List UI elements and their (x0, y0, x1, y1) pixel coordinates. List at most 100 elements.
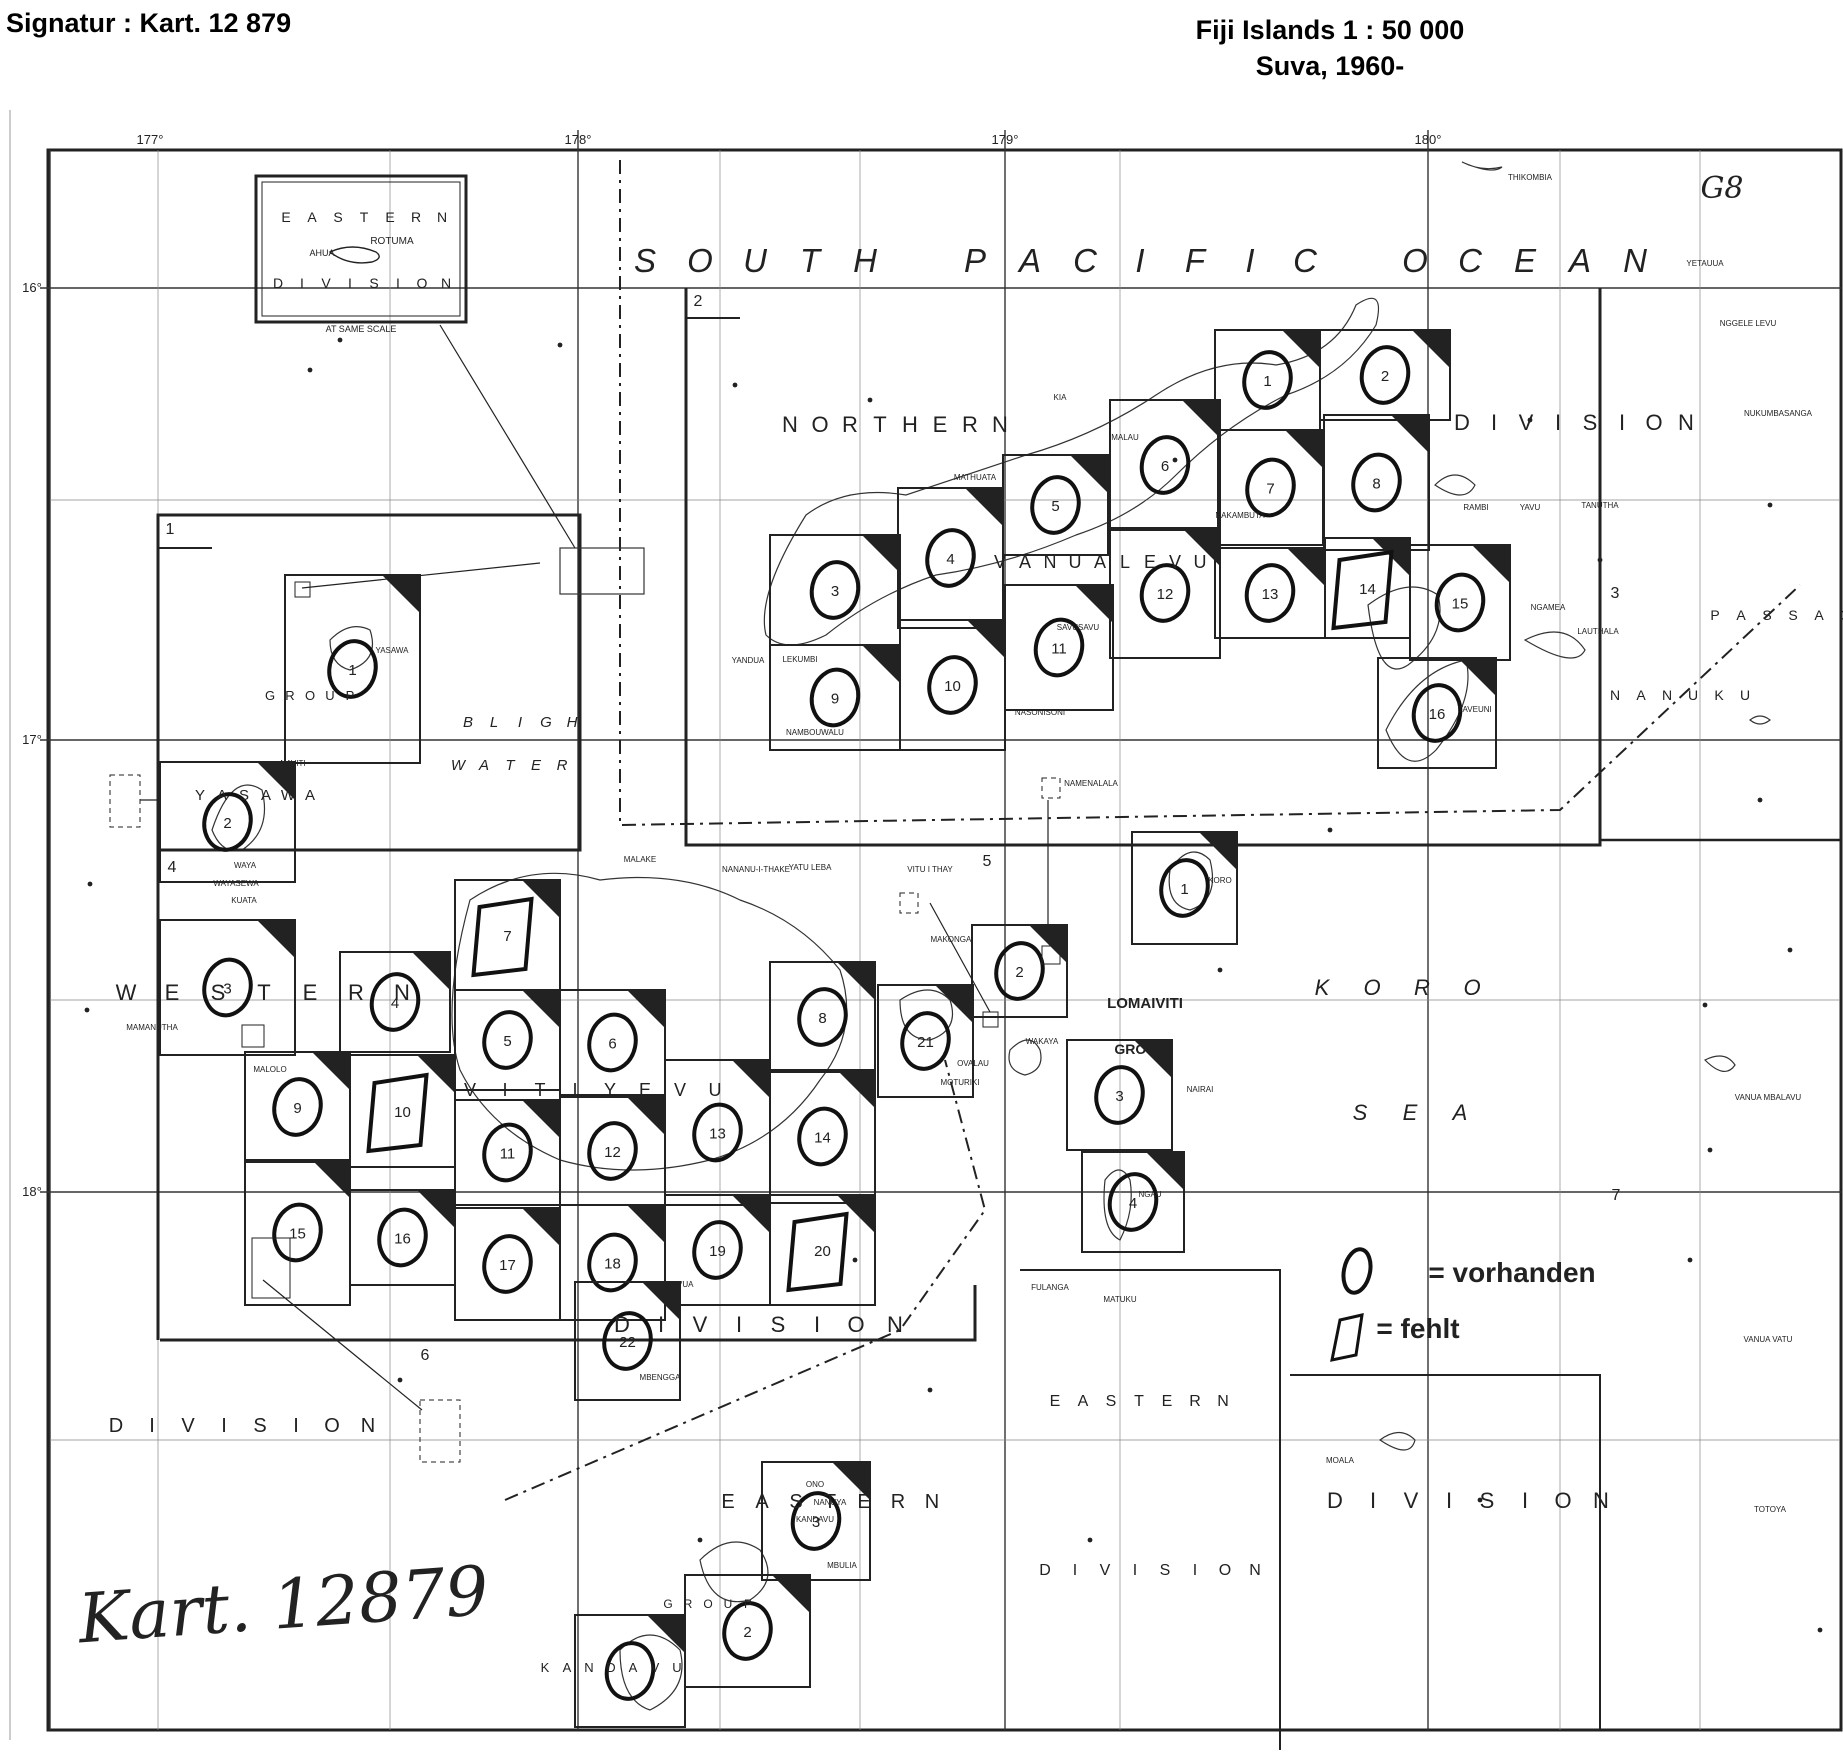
sheet-corner-triangle (1287, 548, 1325, 586)
vanua-levu-label-letter: A (1019, 552, 1031, 572)
available-mark (927, 655, 978, 715)
sheet-number: 12 (604, 1144, 621, 1161)
eastern-division-label-letter: I (1133, 1562, 1137, 1579)
sheet-corner-triangle (837, 1195, 875, 1233)
western-sheet: 6 (559, 989, 666, 1096)
eastern-south-label-letter: A (755, 1491, 769, 1513)
islet-dot (1327, 827, 1333, 833)
eastern-south-label-letter: R (891, 1491, 905, 1513)
bligh-label-letter: G (540, 714, 552, 731)
western-division-label-letter: D (109, 1415, 123, 1437)
available-mark (587, 1012, 638, 1073)
passage-label-letter: P (1710, 607, 1719, 623)
available-mark (1242, 350, 1293, 410)
sheet-corner-triangle (1070, 455, 1108, 493)
place-label: MAKONGAI (930, 935, 973, 944)
place-label: NAVITI (280, 759, 305, 768)
central-division-label-letter: I (736, 1312, 742, 1337)
eastern-south-division-label-letter: O (1554, 1488, 1571, 1513)
index-number: 6 (421, 1347, 430, 1364)
western-sheet: 14 (769, 1069, 876, 1204)
eastern-south-label-letter: S (789, 1491, 802, 1513)
eastern-label-letter: R (1189, 1393, 1201, 1410)
group-label: GROUP (1114, 1041, 1165, 1057)
sheet-number: 2 (1381, 368, 1389, 385)
sheet-number: 16 (394, 1231, 411, 1248)
sheet-number: 2 (223, 815, 231, 832)
available-mark (1033, 617, 1085, 678)
inset-eastern-letter: A (307, 209, 317, 225)
northern-division-label-letter: N (1678, 410, 1694, 435)
legend-missing-mark (1330, 1313, 1364, 1362)
northern-label-letter: O (811, 412, 828, 437)
place-label: TOTOYA (1754, 1505, 1787, 1514)
sheet-corner-triangle (522, 1100, 560, 1138)
sheet-corner-triangle (627, 990, 665, 1028)
eastern-division-label-letter: V (1100, 1562, 1111, 1579)
sheet-corner-triangle (1075, 585, 1113, 623)
eastern-south-division-label-letter: I (1522, 1488, 1528, 1513)
sheet-number: 10 (944, 678, 961, 695)
sheet-border (559, 989, 666, 1096)
inset-division-letter: V (321, 275, 331, 291)
western-sheet: 10 (349, 1054, 456, 1168)
map-title: Fiji Islands 1 : 50 000 (1195, 15, 1465, 45)
sheet-corner-triangle (965, 488, 1003, 526)
available-mark (604, 1641, 656, 1701)
island-coastline (1749, 715, 1771, 725)
sheet-corner-triangle (1282, 330, 1320, 368)
islet-dot (557, 342, 563, 348)
western-sheet: 17 (454, 1207, 561, 1321)
kandavu-label-letter: D (606, 1660, 615, 1675)
western-label-letter: E (303, 980, 318, 1005)
yasawa-group-label-letter: R (285, 688, 294, 703)
eastern-label-letter: E (1050, 1393, 1061, 1410)
sheet-corner-triangle (522, 1208, 560, 1246)
viti-levu-label-letter: U (709, 1080, 722, 1100)
dashed-locator (1041, 777, 1061, 799)
inset-inner-frame (261, 181, 461, 317)
eastern-division-label-letter: S (1160, 1562, 1171, 1579)
place-label: MOALA (1326, 1456, 1355, 1465)
available-mark (797, 1106, 848, 1167)
northern-sheet: 16 (1377, 657, 1497, 769)
northern-sheet: 11 (1004, 584, 1114, 711)
inset-division-letter: N (441, 275, 451, 291)
sea-label-letter: E (1403, 1100, 1418, 1125)
legend-missing-label: = fehlt (1376, 1313, 1459, 1344)
island-coastline (1385, 659, 1469, 762)
island-coastline (699, 1541, 769, 1603)
index-number: 1 (166, 521, 175, 538)
islet-dot (1172, 457, 1178, 463)
place-label: KANDAVU (796, 1515, 834, 1524)
islet-dot (1687, 1257, 1693, 1263)
eastern-south-label-letter: N (925, 1491, 939, 1513)
viti-levu-label-letter: E (639, 1080, 651, 1100)
nanuku-label-letter: N (1662, 687, 1672, 703)
inset-place-label: AHUA (309, 248, 334, 258)
sheet-border (1004, 584, 1114, 711)
island-coastline (1103, 1169, 1132, 1241)
koro-label-letter: O (1463, 975, 1480, 1000)
northern-label-letter: T (873, 412, 886, 437)
locator-box (294, 581, 311, 598)
vanua-levu-label-letter: N (1044, 552, 1057, 572)
sheet-border (284, 574, 421, 764)
islet-dot (697, 1537, 703, 1543)
passage-label-letter: A (1736, 607, 1746, 623)
locator-box (982, 1011, 999, 1028)
inset-eastern-letter: E (385, 209, 394, 225)
ocean-label-letter: F (1185, 242, 1207, 279)
bligh-label-letter: H (567, 714, 578, 731)
northern-label-letter: R (842, 412, 858, 437)
eastern-south-label-letter: E (721, 1491, 734, 1513)
islet-dot (337, 337, 343, 343)
coastlines (84, 161, 1823, 1711)
eastern-label-letter: S (1106, 1393, 1117, 1410)
sheet-corner-triangle (837, 1070, 875, 1108)
available-mark (482, 1234, 533, 1294)
western-division-label-letter: N (361, 1415, 375, 1437)
viti-levu-label-letter: I (502, 1080, 507, 1100)
sheet-number: 7 (503, 928, 511, 945)
available-mark (1434, 572, 1486, 633)
